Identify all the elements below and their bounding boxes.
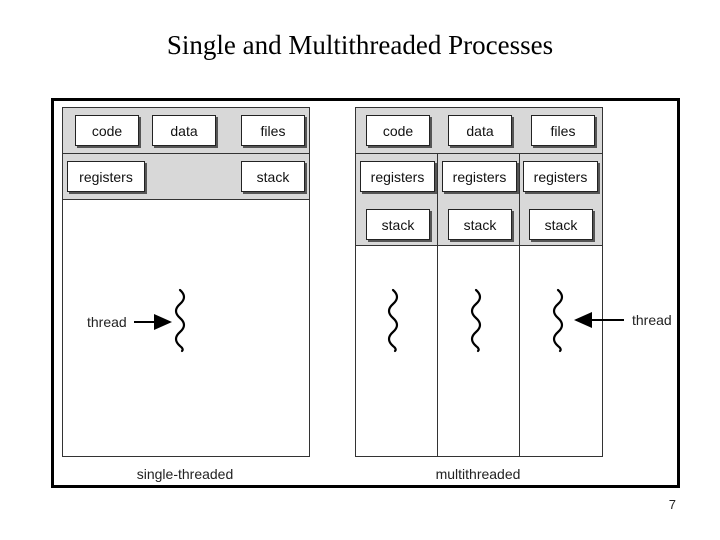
slide-title: Single and Multithreaded Processes (166, 30, 554, 60)
thread-column-1 (356, 154, 438, 456)
multi-files-box: files (531, 115, 595, 146)
single-threaded-process: code data files registers stack (62, 107, 310, 457)
multi-stack-box: stack (529, 209, 593, 240)
multi-registers-box: registers (442, 161, 517, 192)
multi-data-box: data (448, 115, 512, 146)
multi-thread-squiggle-2 (470, 288, 482, 353)
multi-code-box: code (366, 115, 430, 146)
multi-thread-squiggle-3 (552, 288, 564, 353)
single-thread-label: thread (87, 314, 127, 330)
single-threaded-caption: single-threaded (136, 466, 234, 482)
single-data-box: data (152, 115, 216, 146)
multi-registers-box: registers (360, 161, 435, 192)
thread-column-2 (438, 154, 520, 456)
multi-registers-box: registers (523, 161, 598, 192)
page-number: 7 (668, 497, 676, 512)
multi-stack-box: stack (366, 209, 430, 240)
multi-stack-box: stack (448, 209, 512, 240)
multi-thread-label: thread (632, 312, 672, 328)
diagram-frame: code data files registers stack code dat… (51, 98, 680, 488)
single-files-box: files (241, 115, 305, 146)
single-registers-box: registers (67, 161, 145, 192)
single-code-box: code (75, 115, 139, 146)
multi-thread-squiggle-1 (387, 288, 399, 353)
single-thread-squiggle (174, 288, 186, 353)
single-stack-box: stack (241, 161, 305, 192)
multithreaded-process: code data files registers registers regi… (355, 107, 603, 457)
multithreaded-caption: multithreaded (435, 466, 521, 482)
